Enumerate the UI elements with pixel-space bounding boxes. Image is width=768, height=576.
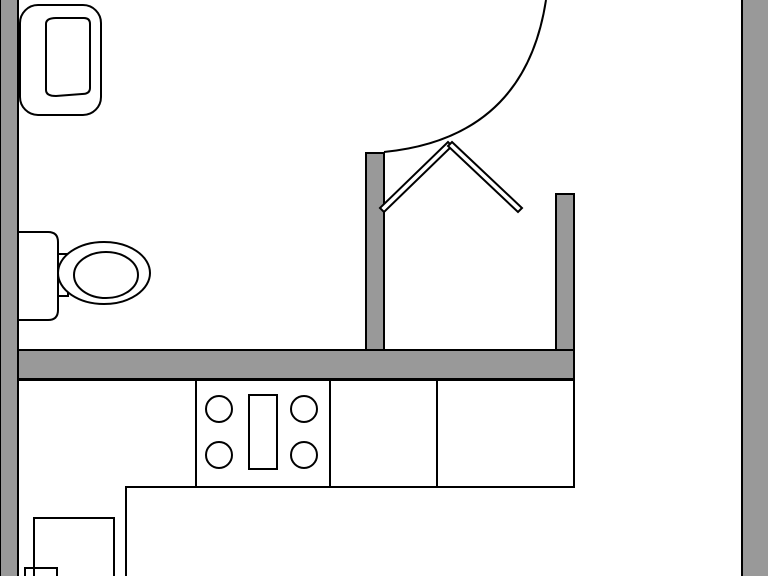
- sink-basin: [24, 567, 58, 576]
- bathtub-icon: [19, 4, 102, 116]
- bifold-door-icon: [378, 140, 524, 214]
- sink-cabinet: [33, 517, 115, 576]
- toilet-icon: [17, 231, 151, 321]
- bathtub-basin: [45, 17, 91, 98]
- burner: [205, 395, 233, 423]
- burner: [205, 441, 233, 469]
- bathtub-outer: [19, 4, 102, 116]
- burner: [290, 441, 318, 469]
- stove-icon: [195, 379, 331, 488]
- stove-control-panel: [248, 394, 278, 470]
- door-swing-arc: [383, 0, 547, 153]
- burner: [290, 395, 318, 423]
- bifold-door-left-leaf: [378, 140, 454, 214]
- left-exterior-wall: [0, 0, 19, 576]
- bifold-door-right-leaf: [446, 140, 524, 214]
- right-exterior-wall: [741, 0, 768, 576]
- bathroom-closet-partition-wall: [365, 152, 385, 351]
- sink-counter: [24, 517, 115, 576]
- closet-right-wall: [555, 193, 575, 351]
- countertop-outline: [18, 379, 575, 576]
- toilet-bowl-inner: [73, 251, 139, 299]
- toilet-tank: [17, 231, 59, 321]
- interior-horizontal-wall: [17, 349, 575, 380]
